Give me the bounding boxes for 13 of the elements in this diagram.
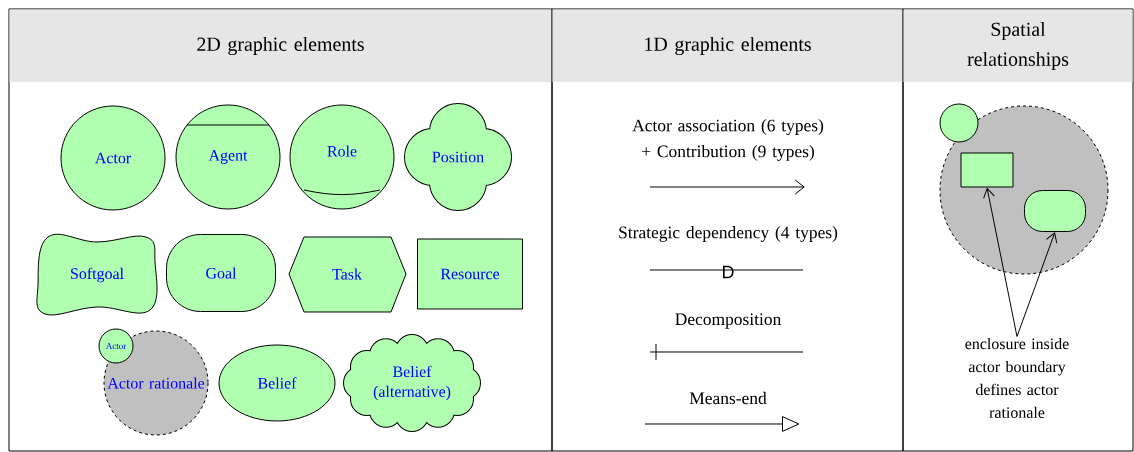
caption-text: Actor association (6 types) + Contribution (9 types) <box>632 119 824 161</box>
arrow <box>983 187 1018 337</box>
actor-circle <box>939 103 979 143</box>
line-letter: D <box>723 265 734 279</box>
resource-rectangle: Resource <box>417 238 523 310</box>
resource-rectangle <box>960 152 1014 188</box>
caption-text: Strategic dependency (4 types) <box>619 226 838 242</box>
belief-cloud: Belief (alternative) <box>343 334 481 432</box>
caption-text: Means-end <box>689 391 767 405</box>
note-text: enclosure inside actor boundary defines actor rationale <box>965 338 1069 418</box>
arrow <box>1016 232 1058 337</box>
caption-text: Decomposition <box>675 313 781 329</box>
task-hexagon: Task <box>288 236 407 313</box>
